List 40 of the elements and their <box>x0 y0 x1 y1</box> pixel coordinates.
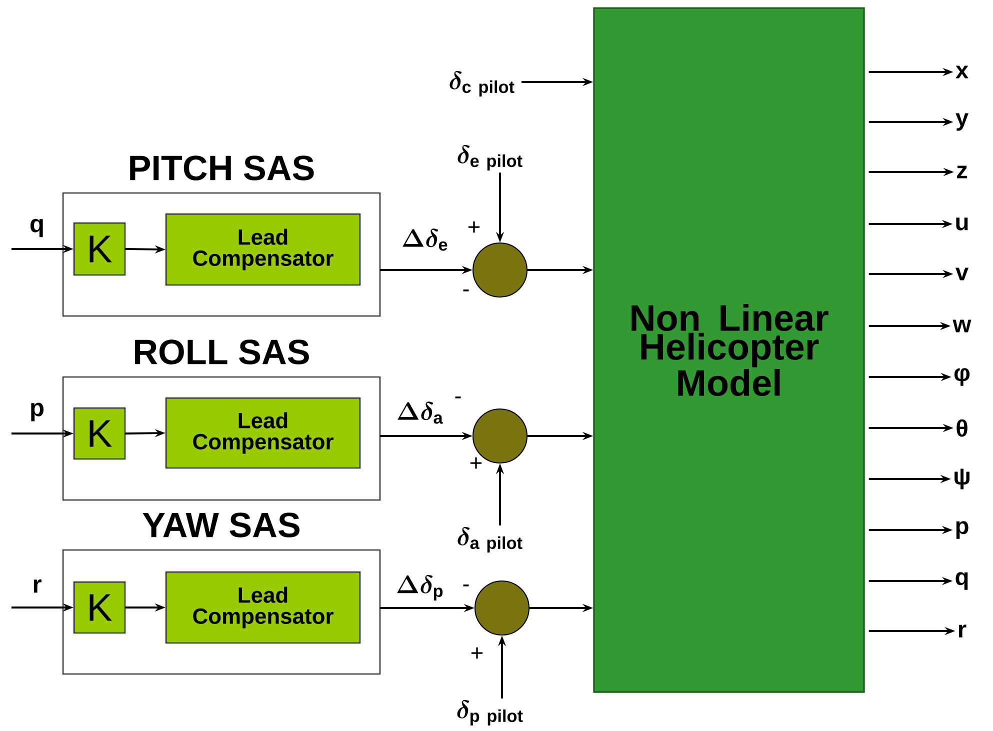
edge-label: $\boldsymbol{\Delta}\boldsymbol{\delta}_{\mathbf{a}}$ <box>394 400 446 426</box>
output-label: φ <box>954 368 970 386</box>
compensator-block: Lead Compensator <box>166 397 361 469</box>
output-label: ψ <box>954 468 970 490</box>
output-label: r <box>958 624 966 638</box>
output-label: p <box>956 521 968 539</box>
gain-block: K <box>73 407 126 460</box>
sign-label: + <box>470 457 482 469</box>
sign-label: - <box>463 290 469 292</box>
signal-label: $\boldsymbol{\delta}_{\mathbf{e\ pilot}}$ <box>458 144 522 170</box>
block-title: PITCH SAS <box>130 156 314 180</box>
edge-label: q <box>28 217 46 239</box>
sign-label: - <box>463 584 469 586</box>
sign-label: + <box>471 647 483 659</box>
sign-label: + <box>468 221 480 233</box>
output-label: q <box>956 572 968 590</box>
output-label: z <box>957 166 968 178</box>
summing-junction <box>474 580 530 636</box>
edge-label: $\boldsymbol{\Delta}\boldsymbol{\delta}_{\mathbf{e}}$ <box>400 227 450 253</box>
output-label: θ <box>956 419 968 437</box>
edge-label: $\boldsymbol{\Delta}\boldsymbol{\delta}_{\mathbf{p}}$ <box>394 574 446 602</box>
output-label: w <box>952 320 972 332</box>
compensator-block: Lead Compensator <box>166 571 361 644</box>
output-label: x <box>956 66 968 78</box>
signal-label: $\boldsymbol{\delta}_{\mathbf{p\ pilot}}$ <box>457 700 523 726</box>
model-block: Non Linear Helicopter Model <box>593 7 865 693</box>
gain-block: K <box>73 581 126 634</box>
sign-label: - <box>455 396 461 398</box>
signal-label: $\boldsymbol{\delta}_{\mathbf{a\ pilot}}$ <box>458 526 522 552</box>
summing-junction <box>472 242 528 298</box>
output-label: y <box>956 113 968 131</box>
signal-label: $\boldsymbol{\delta}_{\mathbf{c\ pilot}}$ <box>450 70 514 96</box>
output-label: v <box>956 268 968 280</box>
output-label: u <box>956 218 968 230</box>
edge-label: p <box>28 401 46 423</box>
block-title: YAW SAS <box>142 512 300 538</box>
block-title: ROLL SAS <box>135 340 309 364</box>
edge-label: r <box>30 578 44 594</box>
compensator-block: Lead Compensator <box>166 213 361 286</box>
gain-block: K <box>73 222 126 276</box>
